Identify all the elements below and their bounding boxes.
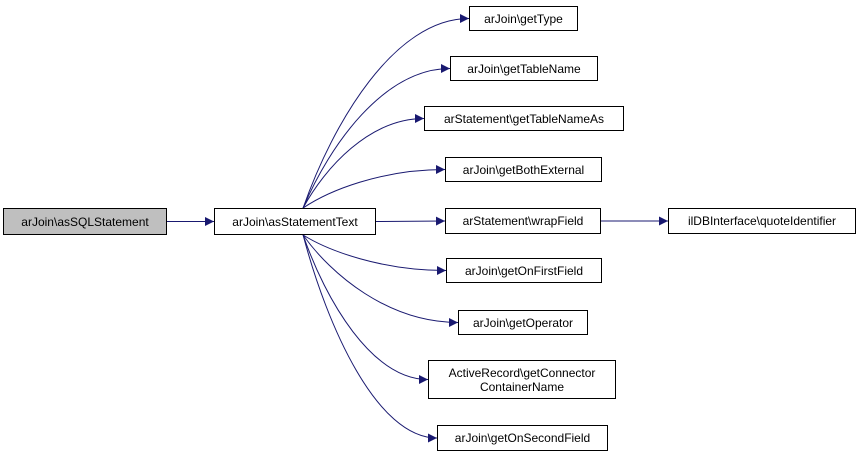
- edge-as-statement-text-to-get-both-external: [302, 165, 446, 209]
- edge-as-statement-text-to-get-table-name: [302, 64, 451, 209]
- edge-as-statement-text-to-get-connector-container-name: [302, 234, 429, 384]
- node-get-both-external[interactable]: arJoin\getBothExternal: [445, 157, 602, 182]
- node-get-on-second-field[interactable]: arJoin\getOnSecondField: [437, 425, 608, 451]
- node-quote-identifier[interactable]: ilDBInterface\quoteIdentifier: [668, 208, 856, 234]
- node-get-table-name-as[interactable]: arStatement\getTableNameAs: [424, 106, 624, 131]
- node-get-table-name[interactable]: arJoin\getTableName: [450, 56, 598, 81]
- edge-as-statement-text-to-get-operator: [302, 234, 459, 327]
- node-get-on-first-field[interactable]: arJoin\getOnFirstField: [446, 258, 602, 283]
- node-get-connector-container-name[interactable]: ActiveRecord\getConnector ContainerName: [428, 360, 616, 399]
- node-get-operator[interactable]: arJoin\getOperator: [458, 310, 588, 335]
- node-as-statement-text[interactable]: arJoin\asStatementText: [214, 208, 376, 235]
- edge-as-statement-text-to-get-type: [302, 14, 470, 209]
- edge-as-statement-text-to-get-on-first-field: [302, 234, 447, 275]
- node-as-sql-statement: arJoin\asSQLStatement: [3, 208, 167, 235]
- edge-as-statement-text-to-get-table-name-as: [302, 114, 425, 209]
- edge-as-statement-text-to-get-on-second-field: [302, 234, 438, 443]
- node-get-type[interactable]: arJoin\getType: [469, 6, 578, 31]
- edge-as-statement-text-to-wrap-field: [375, 216, 446, 226]
- node-wrap-field[interactable]: arStatement\wrapField: [445, 208, 601, 234]
